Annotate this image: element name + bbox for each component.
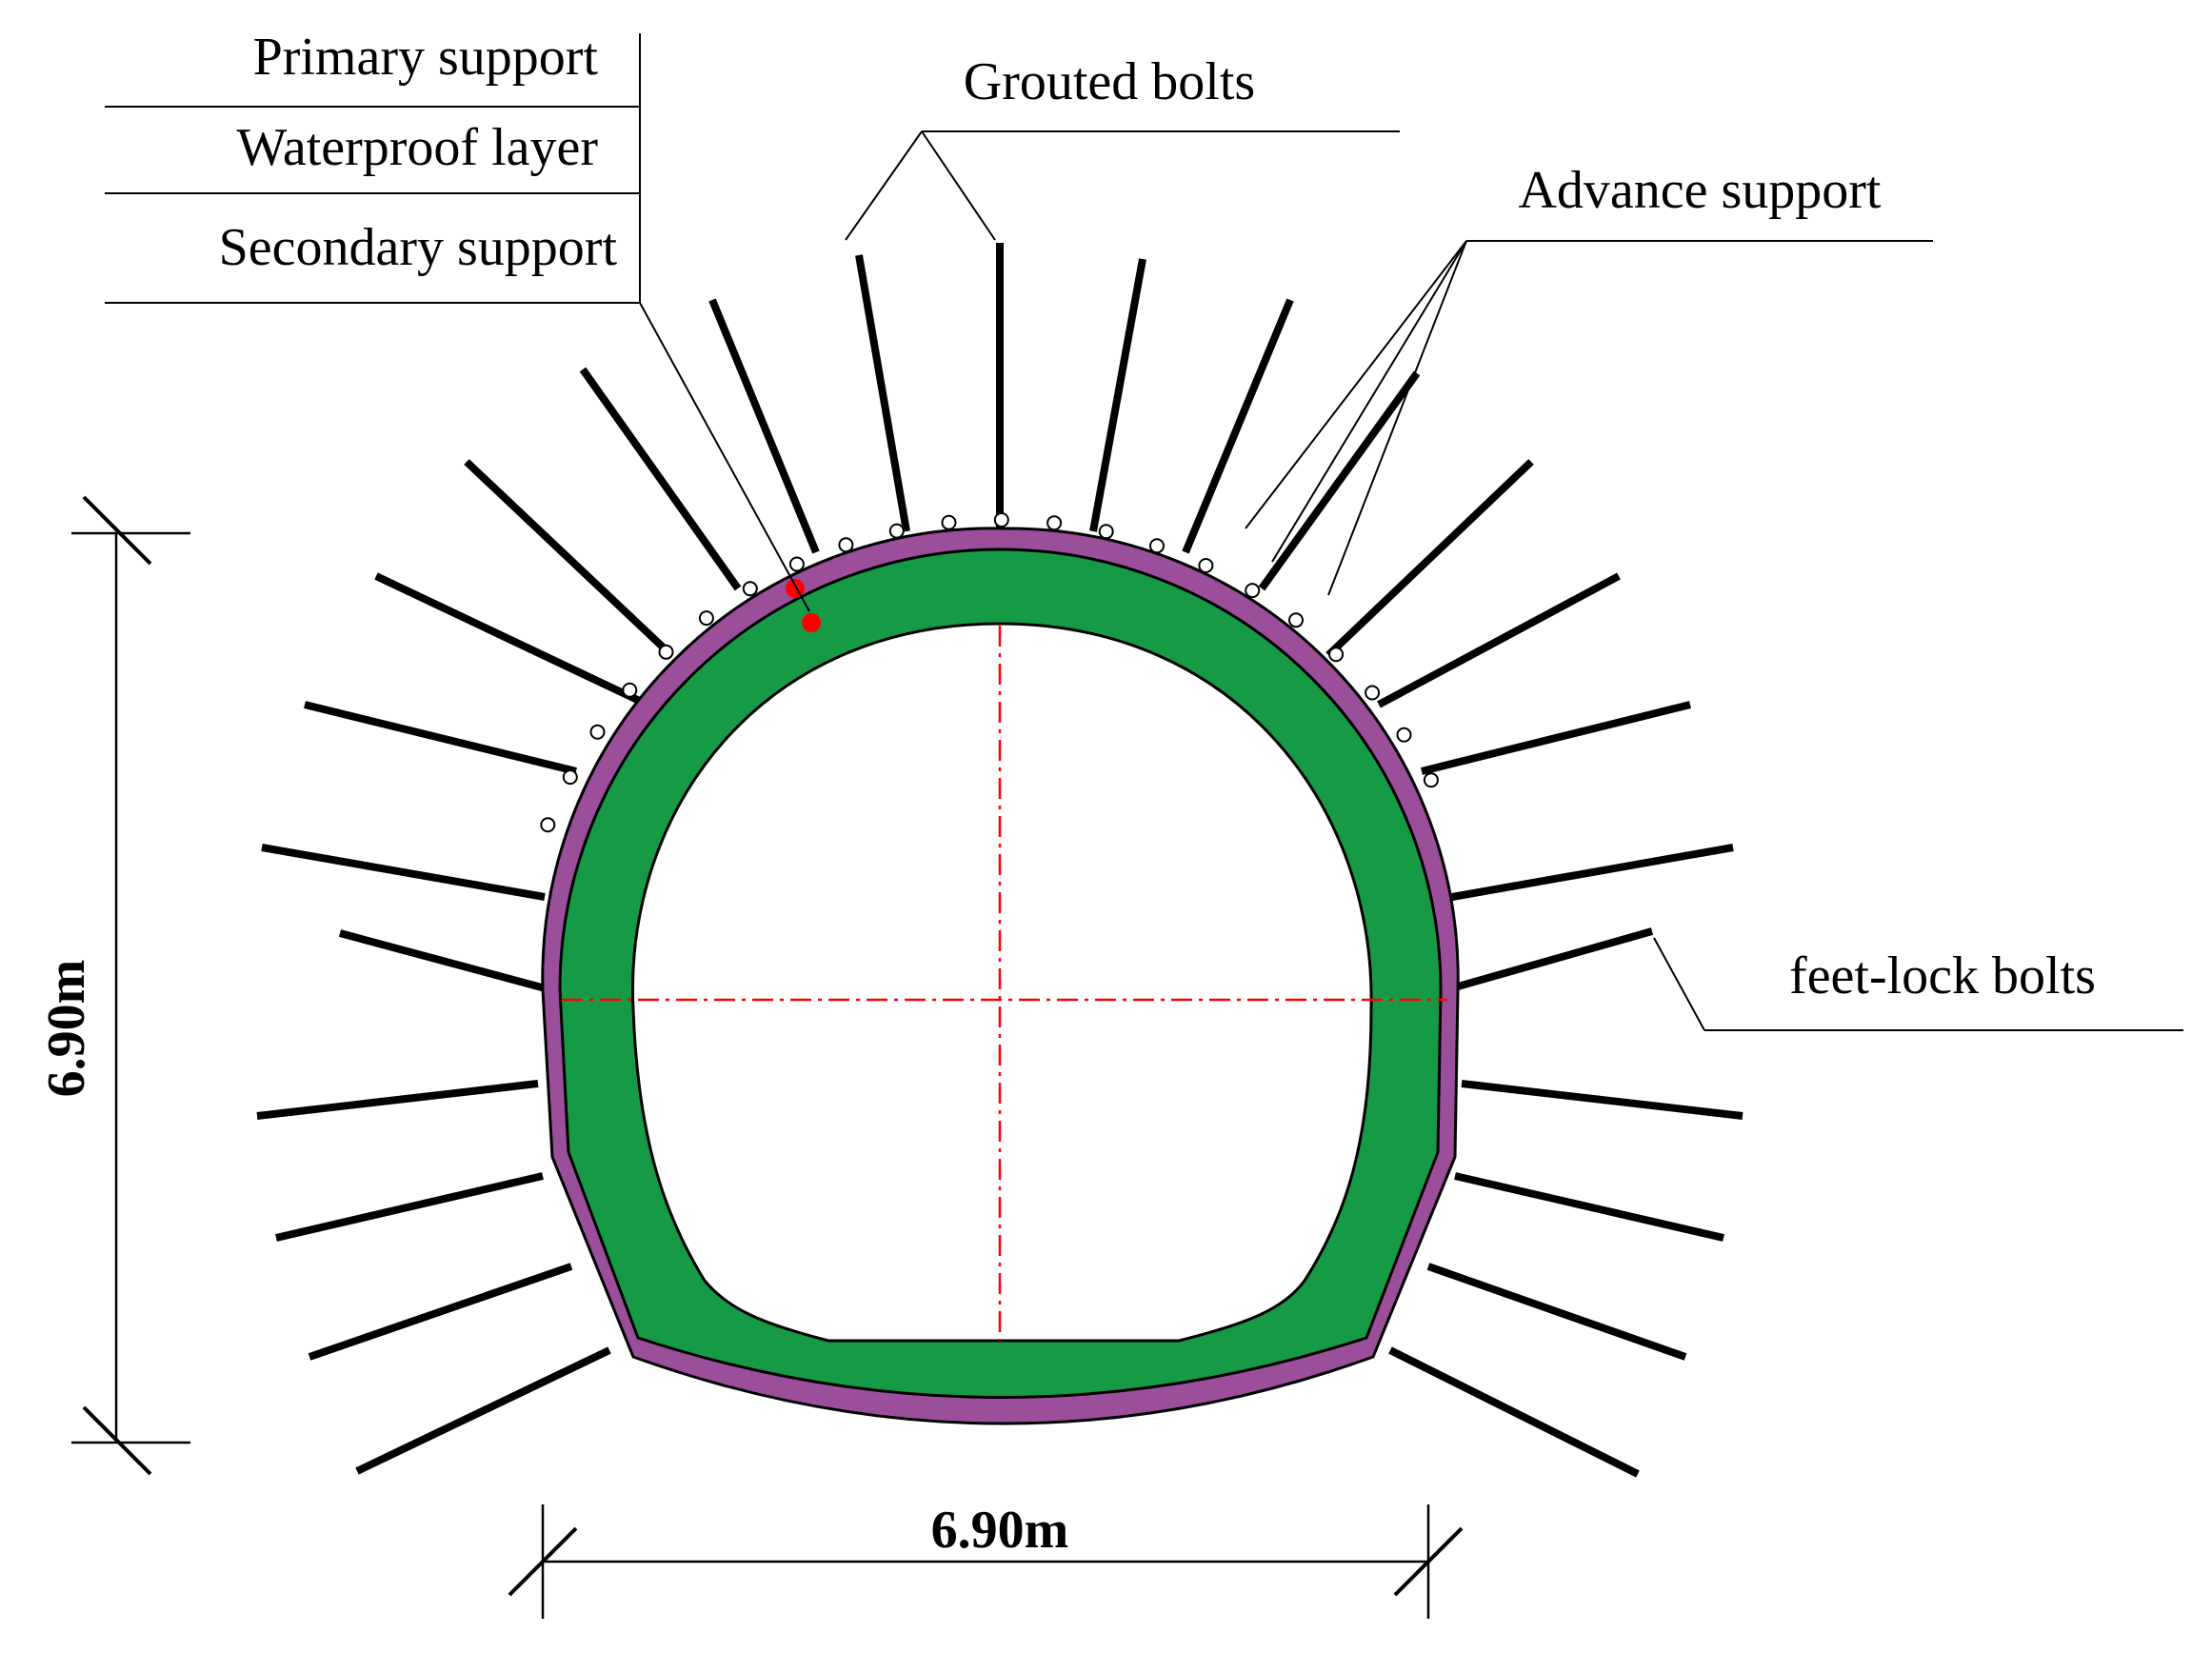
grouted-bolt <box>308 1263 573 1361</box>
secondary-support-label: Secondary support <box>219 218 618 277</box>
grouted-bolt <box>1461 1080 1744 1120</box>
advance-support-pipes <box>540 512 1439 833</box>
grouted-bolt <box>1182 298 1294 554</box>
advance-support-pipe <box>698 610 714 627</box>
grouted-bolt <box>1325 459 1534 658</box>
tunnel-inner-opening <box>631 622 1373 1343</box>
waterproof-layer-label: Waterproof layer <box>236 118 598 177</box>
layer-marker-dot <box>802 613 821 632</box>
feet-lock-bolts-label: feet-lock bolts <box>1789 946 2096 1006</box>
width-dimension-label: 6.90m <box>931 1501 1069 1560</box>
grouted-bolts-label: Grouted bolts <box>964 52 1255 111</box>
advance-support-pipe <box>589 724 606 740</box>
grouted-bolt <box>304 701 577 775</box>
grouted-bolt <box>464 459 674 658</box>
advance-support-pipe <box>1149 538 1165 554</box>
grouted-bolt <box>1089 258 1146 532</box>
advance-support-label: Advance support <box>1518 161 1881 220</box>
grouted-bolt <box>1377 572 1621 708</box>
grouted-bolts-callout <box>845 130 1400 241</box>
grouted-bolt <box>275 1172 544 1242</box>
advance-support-pipe <box>888 523 905 539</box>
primary-support-label: Primary support <box>253 28 599 87</box>
legend-table <box>105 33 810 612</box>
grouted-bolt <box>708 298 820 554</box>
height-dimension <box>71 495 190 1476</box>
grouted-bolt <box>1454 1172 1724 1242</box>
advance-support-pipe <box>1198 558 1214 573</box>
advance-support-pipe <box>993 512 1009 528</box>
grouted-bolt <box>579 367 742 591</box>
layer-marker-dot <box>786 579 805 598</box>
bolts-group <box>256 243 1744 1478</box>
advance-support-pipe <box>838 537 854 553</box>
grouted-bolt <box>374 572 649 708</box>
advance-support-pipe <box>1396 727 1412 743</box>
advance-support-pipe <box>1423 772 1439 788</box>
height-dimension-label: 6.90m <box>37 960 96 1098</box>
feet-lock-bolts-callout <box>1653 937 2183 1031</box>
grouted-bolt <box>1426 1263 1687 1361</box>
grouted-bolt <box>1451 844 1734 901</box>
width-dimension <box>508 1504 1464 1619</box>
grouted-bolt <box>261 844 546 901</box>
advance-support-pipe <box>1046 515 1063 531</box>
advance-support-pipe <box>1328 647 1345 663</box>
advance-support-pipe <box>788 556 805 572</box>
grouted-bolt <box>1421 701 1691 775</box>
advance-support-pipe <box>540 817 556 833</box>
advance-support-pipe <box>1288 612 1304 628</box>
advance-support-pipe <box>658 644 674 660</box>
advance-support-pipe <box>1098 524 1114 540</box>
grouted-bolt <box>256 1080 539 1120</box>
advance-support-pipe <box>562 769 578 786</box>
grouted-bolt <box>1388 1346 1640 1478</box>
advance-support-pipe <box>941 514 957 530</box>
advance-support-callout <box>1245 240 1933 596</box>
advance-support-pipe <box>742 581 758 597</box>
advance-support-pipe <box>1365 685 1381 701</box>
grouted-bolt <box>355 1346 611 1475</box>
grouted-bolt <box>855 254 910 532</box>
feet-lock-bolt <box>338 929 554 994</box>
advance-support-pipe <box>1245 583 1261 599</box>
grouted-bolt <box>1258 370 1421 591</box>
advance-support-pipe <box>622 682 638 698</box>
feet-lock-bolt <box>1443 927 1654 994</box>
